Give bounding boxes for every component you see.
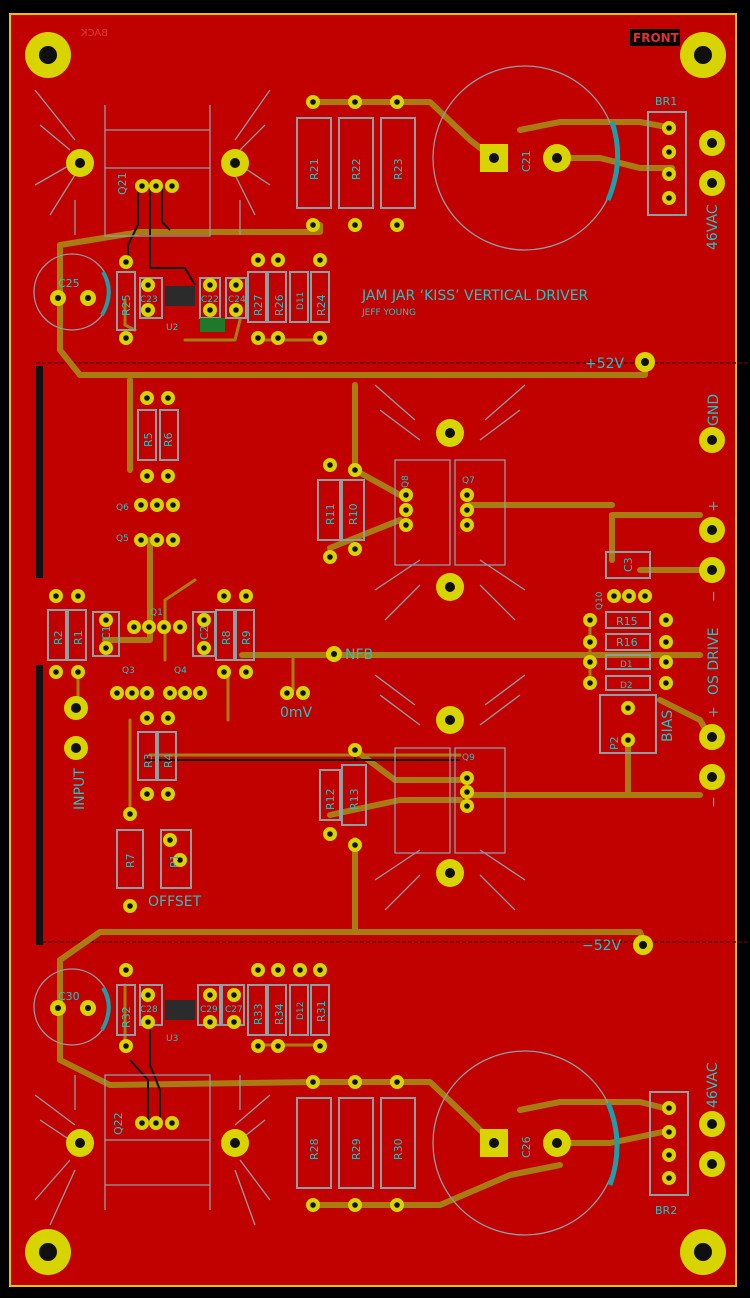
refdes-r5: R5 — [142, 432, 155, 447]
refdes-r26: R26 — [273, 294, 286, 316]
refdes-q6: Q6 — [116, 503, 129, 513]
refdes-r21: R21 — [308, 158, 321, 180]
refdes-r28: R28 — [308, 1138, 321, 1160]
net-ac-top: 46VAC — [705, 204, 721, 250]
refdes-p2: P2 — [608, 736, 621, 750]
refdes-q10: Q10 — [595, 591, 605, 610]
heatsink-q22 — [34, 1074, 271, 1226]
refdes-r33: R33 — [252, 1003, 265, 1025]
refdes-c24: C24 — [228, 295, 246, 305]
refdes-d2: D2 — [620, 681, 633, 691]
refdes-r15: R15 — [616, 615, 638, 628]
refdes-q3: Q3 — [122, 666, 135, 676]
silkscreen-labels: FRONT BACK JAM JAR ‘KISS’ VERTICAL DRIVE… — [72, 28, 722, 1108]
refdes-r34: R34 — [273, 1003, 286, 1025]
net-os-plus: + — [706, 706, 722, 718]
refdes-r25: R25 — [120, 294, 133, 316]
refdes-r31: R31 — [315, 1000, 328, 1022]
back-label: BACK — [80, 28, 108, 39]
refdes-r13: R13 — [348, 788, 361, 810]
refdes-c22: C22 — [201, 295, 219, 305]
net-os-minus: − — [706, 796, 722, 808]
net-pos-rail: +52V — [585, 356, 625, 372]
refdes-c26: C26 — [520, 1136, 533, 1158]
refdes-q9: Q9 — [462, 753, 475, 763]
refdes-q7: Q7 — [462, 476, 475, 486]
net-nfb: NFB — [345, 647, 373, 663]
net-offset: OFFSET — [148, 894, 202, 910]
refdes-r24: R24 — [315, 294, 328, 316]
refdes-c21: C21 — [520, 150, 533, 172]
refdes-r12: R12 — [324, 788, 337, 810]
refdes-c25: C25 — [58, 277, 80, 290]
refdes-r30: R30 — [392, 1138, 405, 1160]
refdes-c1: C1 — [100, 625, 113, 640]
refdes-r2: R2 — [52, 630, 65, 645]
refdes-r4: R4 — [162, 753, 175, 768]
refdes-r11: R11 — [324, 503, 337, 525]
refdes-c28: C28 — [140, 1005, 158, 1015]
refdes-c30: C30 — [58, 990, 80, 1003]
refdes-c29: C29 — [200, 1005, 218, 1015]
net-ac-bottom: 46VAC — [705, 1062, 721, 1108]
refdes-br1: BR1 — [655, 95, 677, 108]
refdes-r6: R6 — [162, 432, 175, 447]
net-neg-rail: −52V — [582, 938, 622, 954]
refdes-r29: R29 — [350, 1138, 363, 1160]
back-traces — [127, 187, 460, 1120]
refdes-q4: Q4 — [174, 666, 187, 676]
refdes-r3: R3 — [142, 753, 155, 768]
net-os-drive: OS DRIVE — [706, 628, 722, 695]
net-bias: BIAS — [660, 710, 676, 742]
refdes-br2: BR2 — [655, 1204, 677, 1217]
refdes-c27: C27 — [225, 1005, 243, 1015]
refdes-q1: Q1 — [150, 608, 163, 618]
refdes-r23: R23 — [392, 158, 405, 180]
heatsink-q21 — [34, 89, 271, 237]
refdes-r1: R1 — [72, 630, 85, 645]
heatsink-q9 — [374, 674, 526, 911]
net-0mv: 0mV — [280, 705, 313, 721]
resistor-outlines — [47, 111, 689, 1196]
refdes-c3: C3 — [622, 557, 635, 572]
board-title: JAM JAR ‘KISS’ VERTICAL DRIVER — [361, 288, 589, 304]
front-label: FRONT — [633, 31, 680, 45]
refdes-d11: D11 — [296, 292, 306, 310]
heatsink-q7-q8 — [374, 384, 526, 621]
refdes-d1: D1 — [620, 660, 633, 670]
refdes-r10: R10 — [347, 503, 360, 525]
refdes-r8: R8 — [220, 630, 233, 645]
net-plus: + — [706, 500, 722, 512]
refdes-r7: R7 — [124, 853, 137, 868]
refdes-r27: R27 — [252, 294, 265, 316]
refdes-u2: U2 — [166, 323, 178, 333]
refdes-c2: C2 — [198, 625, 211, 640]
net-minus: − — [706, 590, 722, 602]
refdes-r22: R22 — [350, 158, 363, 180]
large-pads — [50, 130, 725, 1177]
refdes-r32: R32 — [120, 1006, 133, 1028]
refdes-u3: U3 — [166, 1034, 178, 1044]
net-input: INPUT — [72, 768, 88, 810]
refdes-d12: D12 — [296, 1002, 306, 1020]
refdes-p1: P1 — [168, 854, 181, 868]
net-gnd: GND — [706, 394, 722, 426]
refdes-r9: R9 — [240, 630, 253, 645]
refdes-q21: Q21 — [116, 172, 129, 195]
small-pads — [49, 95, 676, 1212]
mounting-holes — [25, 32, 726, 1275]
refdes-q5: Q5 — [116, 534, 129, 544]
refdes-q8: Q8 — [401, 475, 411, 488]
board-author: JEFF YOUNG — [361, 308, 416, 318]
refdes-r16: R16 — [616, 636, 638, 649]
refdes-c23: C23 — [140, 295, 158, 305]
refdes-q22: Q22 — [112, 1112, 125, 1135]
